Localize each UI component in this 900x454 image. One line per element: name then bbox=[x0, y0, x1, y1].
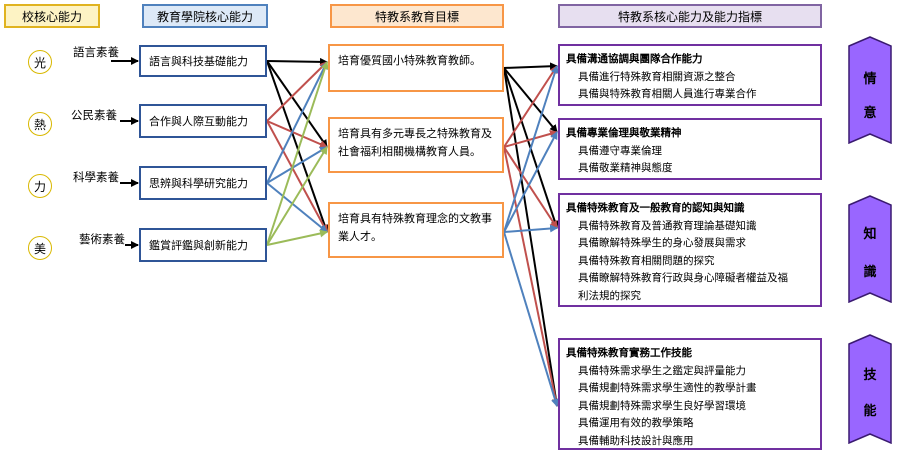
arrow-college-to-goal bbox=[266, 146, 328, 184]
ability-item: 具備運用有效的教學策略 bbox=[578, 417, 694, 429]
arrow-goal-to-ability bbox=[503, 67, 560, 407]
banner-char: 技 bbox=[863, 368, 877, 383]
arrow-college-to-goal bbox=[266, 61, 328, 184]
literacy-label-art: 藝術素養 bbox=[79, 232, 125, 246]
arrow-goal-to-ability bbox=[503, 130, 558, 148]
arrow-college-to-goal bbox=[266, 182, 328, 233]
arrow-college-to-goal bbox=[266, 146, 328, 246]
literacy-label-language: 語言素養 bbox=[73, 45, 119, 59]
arrow-goal-to-ability bbox=[503, 231, 559, 407]
college-core-box-cooperation: 合作與人際互動能力 bbox=[139, 104, 267, 138]
banner-char: 意 bbox=[863, 106, 877, 121]
ability-item: 具備特殊教育及普通教育理論基礎知識 bbox=[578, 219, 757, 232]
department-goal-box-2: 培育具有多元專長之特殊教育及社會福利相關機構教育人員。 bbox=[328, 117, 504, 173]
arrow-college-to-goal bbox=[266, 120, 328, 148]
arrow-college-to-goal bbox=[266, 120, 328, 233]
ability-title: 具備溝通協調與團隊合作能力 bbox=[566, 53, 703, 65]
banner-char: 情 bbox=[863, 72, 877, 87]
ability-title: 具備特殊教育實務工作技能 bbox=[566, 347, 692, 359]
ability-item: 具備規劃特殊需求學生適性的教學計畫 bbox=[578, 382, 757, 394]
arrow-goal-to-ability bbox=[503, 62, 558, 71]
ability-item: 具備敬業精神與態度 bbox=[578, 162, 673, 174]
banner-skill: 技 能 bbox=[848, 334, 892, 444]
arrow-goal-to-ability bbox=[503, 146, 558, 229]
arrow-college-to-goal bbox=[266, 57, 328, 66]
ability-item: 具備遵守專業倫理 bbox=[578, 144, 662, 157]
arrow-college-to-goal bbox=[266, 60, 329, 233]
ability-item: 具備輔助科技設計與應用 bbox=[578, 434, 694, 447]
header-department-goals: 特教系教育目標 bbox=[330, 4, 504, 28]
school-core-circle-li: 力 bbox=[28, 174, 52, 198]
ability-item: 具備規劃特殊需求學生良好學習環境 bbox=[578, 399, 746, 412]
department-goal-box-3: 培育具有特殊教育理念的文教事業人才。 bbox=[328, 202, 504, 258]
school-core-circle-re: 熱 bbox=[28, 112, 52, 136]
literacy-label-civic: 公民素養 bbox=[71, 108, 117, 122]
banner-knowledge: 知 識 bbox=[848, 195, 892, 303]
college-core-box-critical-thinking: 思辨與科學研究能力 bbox=[139, 166, 267, 200]
department-goal-box-1: 培育優質國小特殊教育教師。 bbox=[328, 44, 504, 92]
banner-char: 能 bbox=[863, 404, 877, 419]
literacy-label-science: 科學素養 bbox=[73, 170, 119, 184]
banner-affective: 情 意 bbox=[848, 36, 892, 144]
ability-box-communication: 具備溝通協調與團隊合作能力 具備進行特殊教育相關資源之整合 具備與特殊教育相關人… bbox=[558, 44, 822, 106]
college-core-box-appreciation: 鑑賞評鑑與創新能力 bbox=[139, 228, 267, 262]
ability-box-knowledge: 具備特殊教育及一般教育的認知與知識 具備特殊教育及普通教育理論基礎知識 具備瞭解… bbox=[558, 193, 822, 307]
header-school-core: 校核心能力 bbox=[4, 4, 100, 28]
ability-box-practice: 具備特殊教育實務工作技能 具備特殊需求學生之鑑定與評量能力 具備規劃特殊需求學生… bbox=[558, 338, 822, 450]
header-department-abilities: 特教系核心能力及能力指標 bbox=[558, 4, 822, 28]
school-core-circle-mei: 美 bbox=[28, 236, 52, 260]
ability-item: 具備瞭解特殊教育行政與身心障礙者權益及福 bbox=[578, 272, 788, 284]
ability-item: 具備與特殊教育相關人員進行專業合作 bbox=[578, 88, 757, 100]
college-core-box-language-tech: 語言與科技基礎能力 bbox=[139, 45, 267, 77]
ability-item: 具備特殊需求學生之鑑定與評量能力 bbox=[578, 364, 746, 377]
arrow-goal-to-ability bbox=[503, 131, 558, 233]
arrow-goal-to-ability bbox=[503, 65, 558, 148]
arrow-college-to-goal bbox=[266, 61, 328, 122]
header-college-core: 教育學院核心能力 bbox=[142, 4, 268, 28]
arrow-goal-to-ability bbox=[503, 146, 560, 407]
arrow-college-to-goal bbox=[266, 60, 328, 148]
banner-char: 識 bbox=[863, 265, 877, 280]
ability-title: 具備特殊教育及一般教育的認知與知識 bbox=[566, 202, 745, 214]
ability-item: 具備瞭解特殊學生的身心發展與需求 bbox=[578, 237, 746, 249]
ability-box-ethics: 具備專業倫理與敬業精神 具備遵守專業倫理 具備敬業精神與態度 bbox=[558, 118, 822, 180]
ability-item: 具備進行特殊教育相關資源之整合 bbox=[578, 70, 736, 83]
ability-title: 具備專業倫理與敬業精神 bbox=[566, 127, 682, 139]
school-core-circle-guang: 光 bbox=[28, 50, 52, 74]
arrow-goal-to-ability bbox=[503, 67, 558, 133]
ability-item: 具備特殊教育相關問題的探究 bbox=[578, 254, 715, 267]
banner-char: 知 bbox=[863, 227, 877, 242]
arrow-goal-to-ability bbox=[503, 224, 558, 233]
arrow-college-to-goal bbox=[266, 229, 328, 246]
arrow-goal-to-ability bbox=[503, 65, 559, 233]
ability-item: 利法規的探究 bbox=[578, 289, 641, 302]
arrow-college-to-goal bbox=[266, 61, 329, 246]
